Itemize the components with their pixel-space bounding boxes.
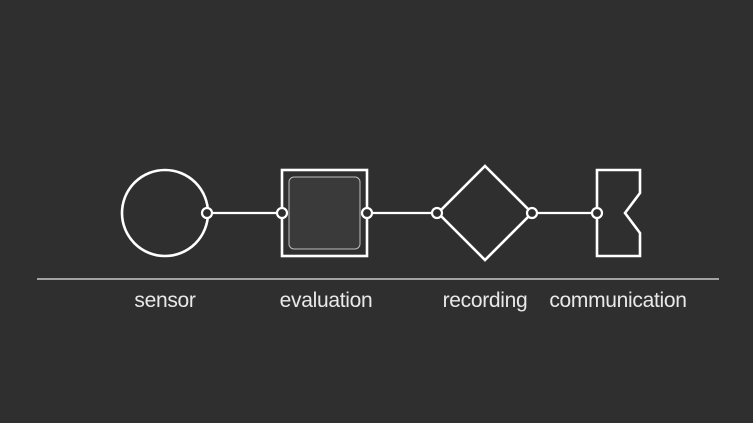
port-evaluation-in [275, 206, 289, 220]
evaluation-inner-panel [288, 176, 361, 250]
port-recording-in [430, 206, 444, 220]
port-sensor-out [200, 206, 214, 220]
label-evaluation: evaluation [279, 289, 373, 312]
label-sensor: sensor [134, 289, 196, 312]
communication-flag-shape [595, 168, 642, 258]
port-recording-out [525, 206, 539, 220]
port-evaluation-out [360, 206, 374, 220]
sensor-circle-shape [120, 168, 210, 258]
label-recording: recording [442, 289, 528, 312]
label-communication: communication [549, 289, 687, 312]
recording-diamond-shape [436, 164, 534, 262]
port-communication-in [590, 206, 604, 220]
